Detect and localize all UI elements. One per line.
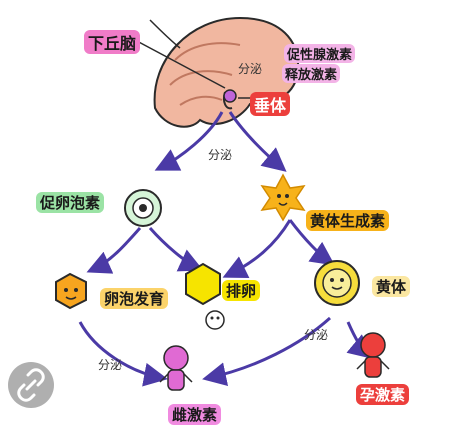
- secrete-label-right: 分泌: [304, 328, 329, 342]
- corpus-luteum-label: 黄体: [372, 276, 411, 297]
- hexagon-cell-icon: [55, 272, 87, 310]
- ovulation-label: 排卵: [222, 280, 261, 301]
- hexagon-cell-icon: [185, 262, 221, 306]
- egg-cell-icon: [124, 189, 162, 227]
- pituitary-label: 垂体: [250, 92, 291, 116]
- progesterone-label: 孕激素: [356, 384, 410, 405]
- arrows: [78, 111, 373, 387]
- star-cell-icon: [260, 173, 306, 222]
- follicle-label: 卵泡发育: [100, 288, 169, 309]
- lh-label: 黄体生成素: [306, 210, 390, 231]
- egg-icon: [205, 310, 225, 330]
- secrete-label-mid: 分泌: [208, 148, 233, 162]
- hypothalamus-label: 下丘脑: [84, 30, 141, 54]
- gnrh-label-line1: 促性腺激素: [284, 44, 356, 63]
- sunflower-cell-icon: [314, 260, 360, 306]
- fsh-label: 促卵泡素: [36, 192, 105, 213]
- link-button[interactable]: [8, 362, 54, 408]
- link-icon: [17, 368, 45, 402]
- figure-icon: [356, 332, 390, 378]
- gnrh-label-line2: 释放激素: [282, 64, 341, 83]
- secrete-label-top: 分泌: [238, 62, 263, 76]
- estrogen-label: 雌激素: [168, 404, 222, 425]
- secrete-label-left: 分泌: [98, 358, 123, 372]
- figure-icon: [159, 345, 193, 391]
